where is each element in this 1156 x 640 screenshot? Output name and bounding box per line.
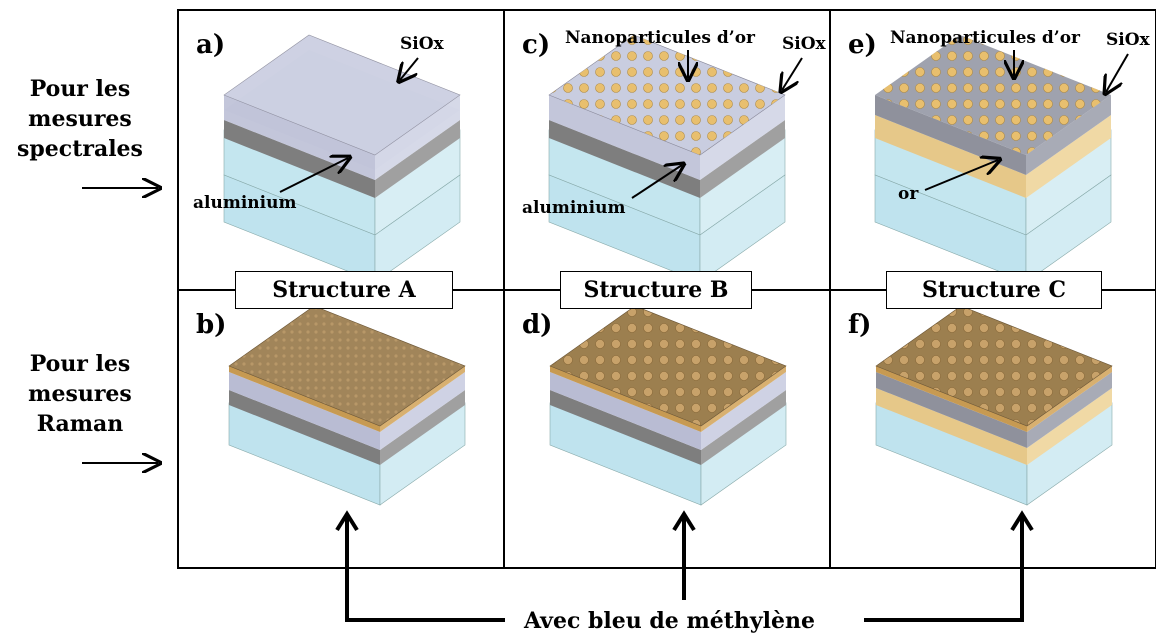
label-siox-c: SiOx	[782, 34, 826, 54]
structure-c-bottom	[875, 305, 1113, 506]
structure-a-top	[223, 34, 461, 283]
label-siox-e: SiOx	[1106, 30, 1150, 50]
row-label-line: Raman	[36, 411, 124, 437]
row-label-line: mesures	[28, 381, 132, 407]
structure-b-title: Structure B	[560, 271, 752, 309]
row-label-line: Pour les	[29, 351, 131, 377]
structure-a-title: Structure A	[235, 271, 453, 309]
label-aluminium-a: aluminium	[193, 193, 297, 213]
row-label-spectral: Pour les mesures spectrales	[5, 74, 155, 164]
bottom-caption: Avec bleu de méthylène	[524, 608, 816, 634]
panel-letter-d: d)	[522, 310, 553, 340]
row-label-line: mesures	[28, 106, 132, 132]
arrows	[82, 50, 1129, 463]
structure-b-bottom	[549, 305, 787, 506]
bottom-connector	[335, 510, 1034, 622]
row-label-line: Pour les	[29, 76, 131, 102]
panel-letter-b: b)	[196, 310, 227, 340]
label-siox-a: SiOx	[400, 34, 444, 54]
label-nanoparticles-e: Nanoparticules d’or	[890, 28, 1080, 48]
structure-c-top	[874, 35, 1112, 283]
structure-c-title: Structure C	[886, 271, 1102, 309]
panel-letter-f: f)	[848, 310, 872, 340]
structure-b-top	[548, 34, 786, 283]
label-or-e: or	[898, 184, 919, 204]
structure-a-bottom	[228, 305, 466, 506]
panel-letter-a: a)	[196, 30, 226, 60]
row-label-raman: Pour les mesures Raman	[5, 349, 155, 439]
label-aluminium-c: aluminium	[522, 198, 626, 218]
panel-letter-e: e)	[848, 30, 877, 60]
label-nanoparticles-c: Nanoparticules d’or	[565, 28, 755, 48]
row-label-line: spectrales	[17, 136, 143, 162]
panel-letter-c: c)	[522, 30, 551, 60]
